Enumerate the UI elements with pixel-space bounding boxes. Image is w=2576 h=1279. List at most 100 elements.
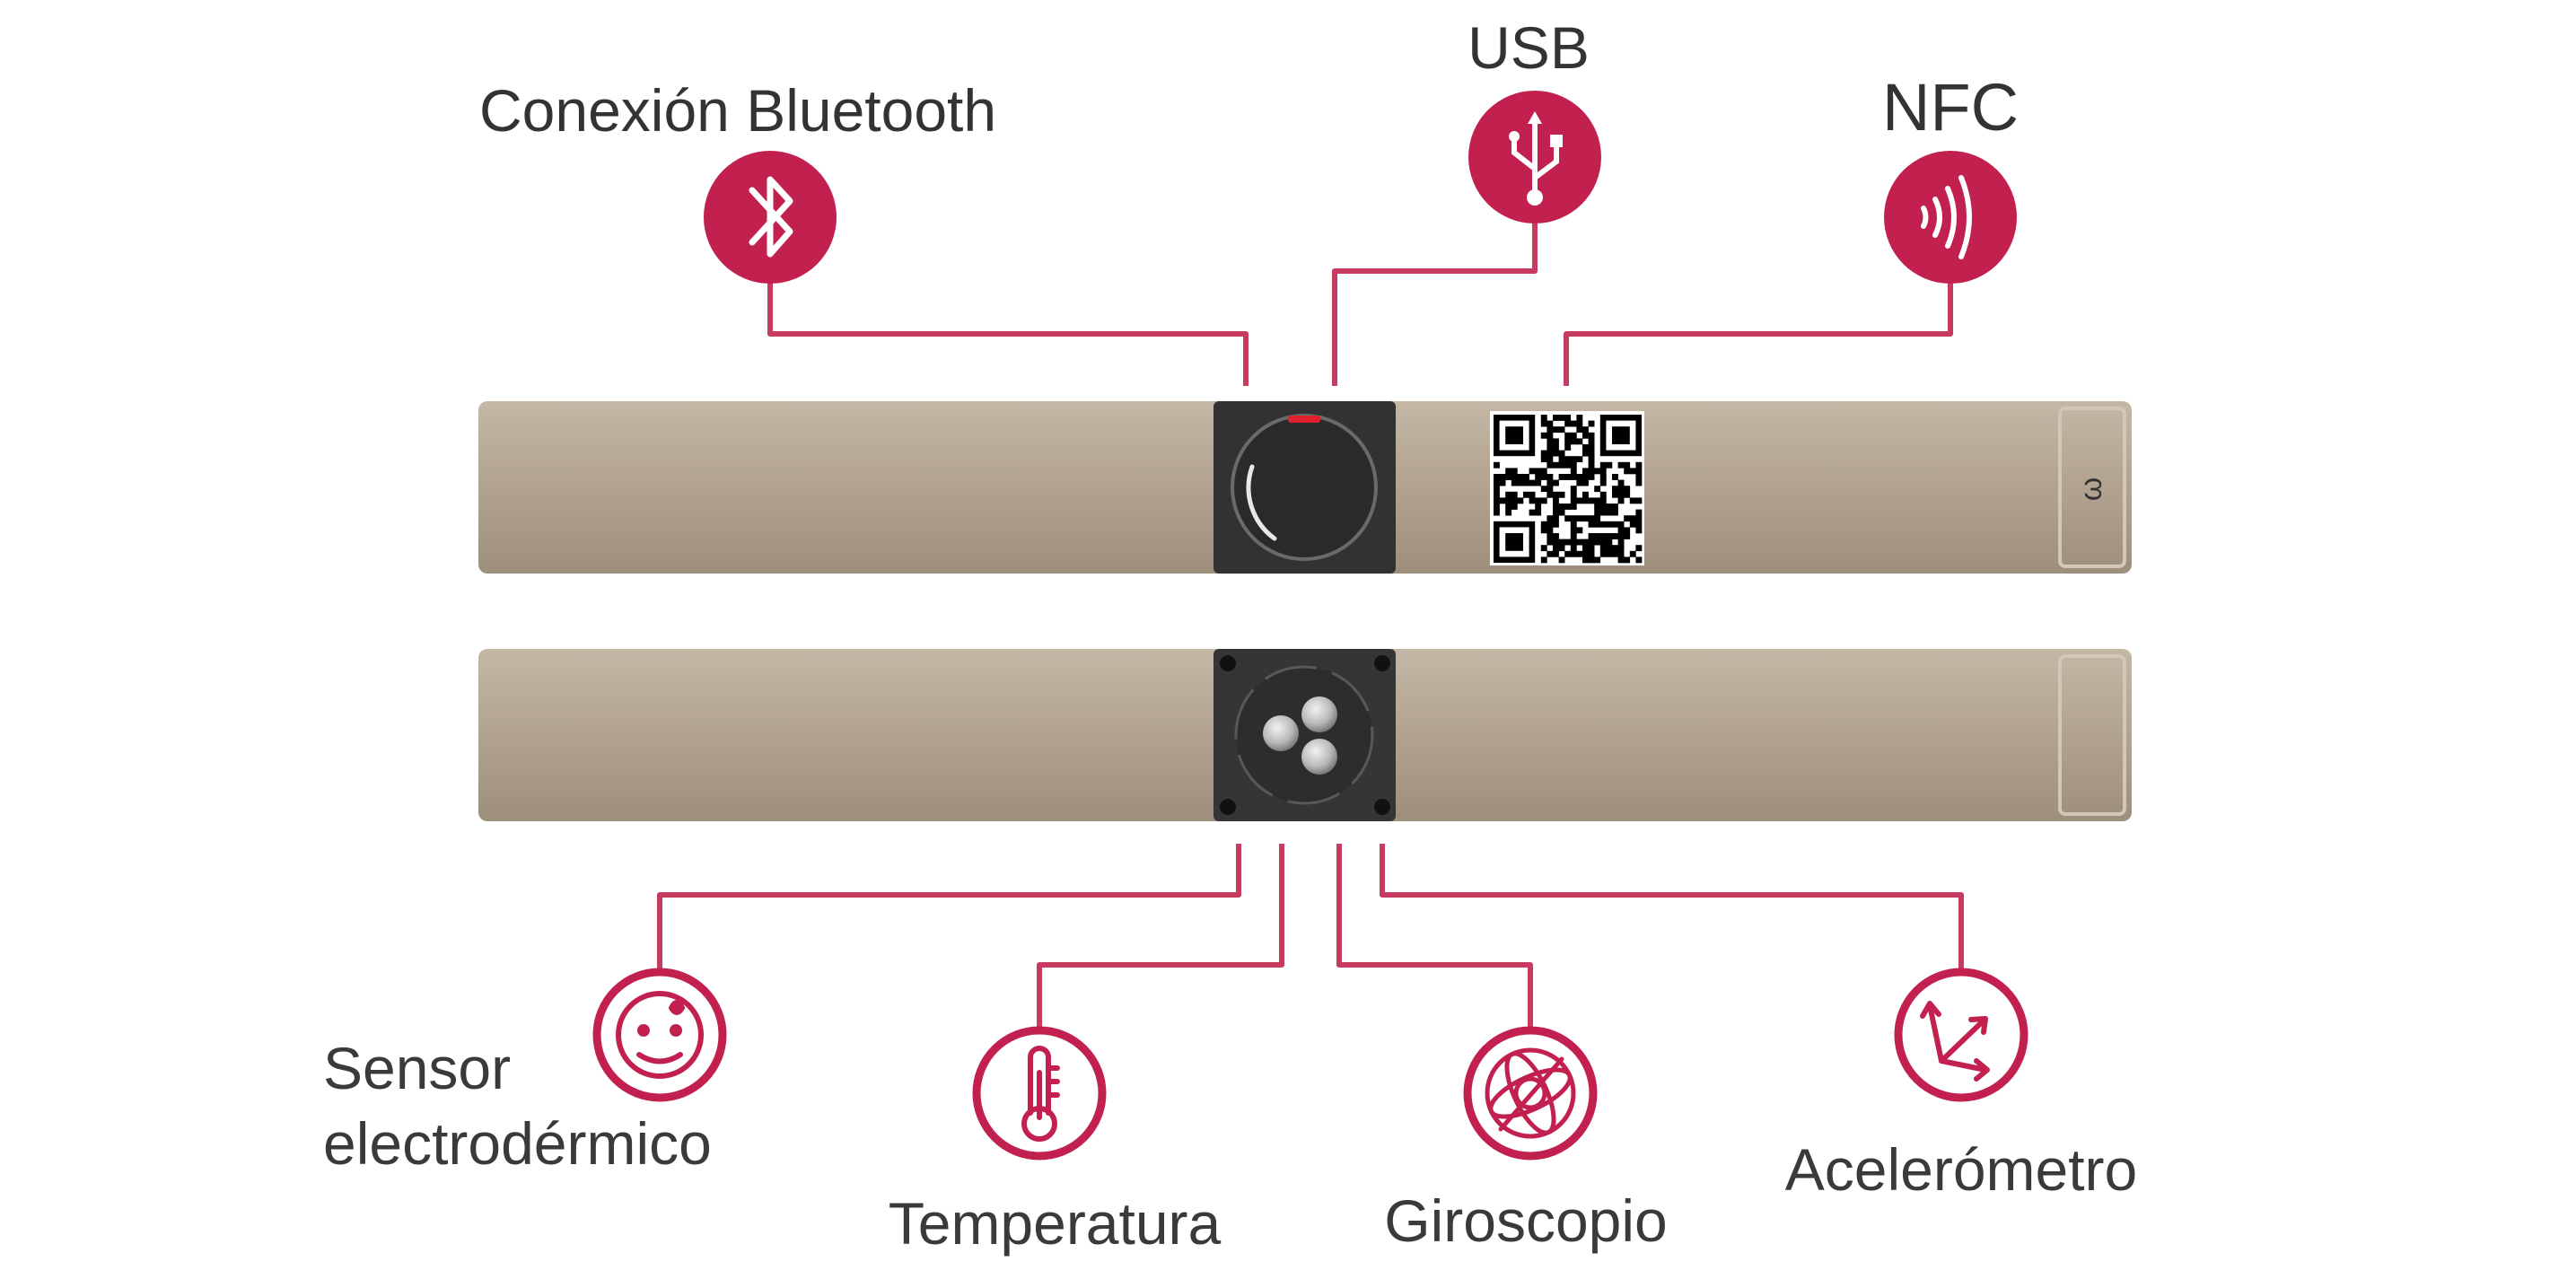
qr-module bbox=[1564, 461, 1572, 469]
qr-module bbox=[1546, 420, 1554, 427]
qr-module bbox=[1582, 468, 1589, 475]
qr-module bbox=[1629, 515, 1636, 522]
qr-module bbox=[1624, 527, 1631, 534]
qr-module bbox=[1564, 444, 1572, 451]
qr-module bbox=[1599, 461, 1607, 469]
qr-module bbox=[1612, 509, 1618, 516]
qr-module bbox=[1529, 497, 1536, 504]
sensor-connector bbox=[657, 844, 1241, 974]
qr-module bbox=[1594, 486, 1601, 493]
qr-module bbox=[1570, 474, 1577, 480]
qr-module bbox=[1612, 486, 1618, 493]
bluetooth-icon bbox=[749, 176, 793, 258]
qr-module bbox=[1606, 550, 1613, 557]
qr-module bbox=[1546, 450, 1554, 457]
qr-module bbox=[1564, 432, 1572, 439]
qr-module bbox=[1635, 479, 1643, 486]
electrodermal-sensor-icon bbox=[616, 991, 704, 1079]
qr-module bbox=[1629, 521, 1636, 528]
qr-module bbox=[1599, 545, 1607, 552]
sensor-label-line2: electrodérmico bbox=[323, 1110, 712, 1177]
sensor-module-screw-tl bbox=[1220, 655, 1236, 671]
qr-module bbox=[1546, 438, 1554, 445]
qr-module bbox=[1588, 533, 1595, 539]
qr-module bbox=[1594, 533, 1601, 539]
qr-module bbox=[1624, 468, 1631, 475]
qr-module bbox=[1576, 527, 1583, 534]
qr-module bbox=[1564, 415, 1572, 421]
qr-module bbox=[1570, 550, 1577, 557]
qr-module bbox=[1582, 450, 1589, 457]
qr-module bbox=[1570, 438, 1577, 445]
qr-module bbox=[1635, 556, 1643, 564]
qr-module bbox=[1635, 515, 1643, 522]
qr-module bbox=[1570, 521, 1577, 528]
qr-module bbox=[1546, 456, 1554, 463]
qr-module bbox=[1617, 479, 1625, 486]
qr-module bbox=[1553, 497, 1559, 504]
qr-module bbox=[1546, 515, 1554, 522]
qr-module bbox=[1617, 556, 1625, 564]
qr-module bbox=[1540, 486, 1547, 493]
qr-module bbox=[1546, 474, 1554, 480]
qr-module bbox=[1499, 479, 1506, 486]
qr-module bbox=[1546, 426, 1554, 434]
qr-module bbox=[1617, 497, 1625, 504]
qr-module bbox=[1635, 527, 1643, 534]
qr-module bbox=[1564, 420, 1572, 427]
qr-module bbox=[1594, 515, 1601, 522]
qr-module bbox=[1570, 539, 1577, 546]
qr-module bbox=[1588, 438, 1595, 445]
qr-module bbox=[1570, 497, 1577, 504]
qr-module bbox=[1635, 509, 1643, 516]
qr-module bbox=[1612, 533, 1618, 539]
qr-code-modules bbox=[1494, 415, 1643, 564]
qr-module bbox=[1576, 426, 1583, 434]
qr-module bbox=[1635, 545, 1643, 552]
usb-feature: USB bbox=[1468, 14, 1601, 223]
gyroscope-icon bbox=[1485, 1047, 1576, 1139]
qr-module bbox=[1612, 504, 1618, 510]
top-strap: ω bbox=[478, 401, 2132, 574]
qr-module bbox=[1511, 479, 1518, 486]
electrodermal-sensor-icon-ring bbox=[592, 968, 727, 1102]
qr-module bbox=[1535, 497, 1542, 504]
qr-module bbox=[1617, 486, 1625, 493]
qr-module bbox=[1576, 456, 1583, 463]
qr-module bbox=[1494, 509, 1500, 516]
qr-module bbox=[1499, 474, 1506, 480]
qr-module bbox=[1494, 504, 1500, 510]
qr-module bbox=[1582, 545, 1589, 552]
qr-module bbox=[1553, 539, 1559, 546]
qr-module bbox=[1546, 533, 1554, 539]
qr-module bbox=[1523, 479, 1529, 486]
qr-module bbox=[1576, 474, 1583, 480]
qr-module bbox=[1582, 426, 1589, 434]
temperatura-connector bbox=[1037, 844, 1284, 1028]
qr-module bbox=[1546, 479, 1554, 486]
sensor-contact-3 bbox=[1301, 739, 1337, 775]
qr-module bbox=[1511, 497, 1518, 504]
qr-module bbox=[1588, 468, 1595, 475]
qr-module bbox=[1582, 515, 1589, 522]
qr-module bbox=[1529, 491, 1536, 498]
nfc-icon-circle bbox=[1884, 151, 2017, 284]
qr-module bbox=[1599, 468, 1607, 475]
qr-module bbox=[1570, 456, 1577, 463]
qr-module bbox=[1570, 461, 1577, 469]
qr-module bbox=[1629, 550, 1636, 557]
qr-module bbox=[1570, 545, 1577, 552]
qr-module bbox=[1588, 521, 1595, 528]
qr-module bbox=[1553, 479, 1559, 486]
qr-module bbox=[1617, 545, 1625, 552]
qr-module bbox=[1546, 539, 1554, 546]
qr-module bbox=[1594, 539, 1601, 546]
qr-module bbox=[1553, 426, 1559, 434]
qr-module bbox=[1588, 474, 1595, 480]
qr-module bbox=[1594, 468, 1601, 475]
qr-module bbox=[1535, 474, 1542, 480]
giroscopio-feature: Giroscopio bbox=[1384, 1026, 1668, 1254]
qr-module bbox=[1617, 550, 1625, 557]
qr-module bbox=[1582, 497, 1589, 504]
